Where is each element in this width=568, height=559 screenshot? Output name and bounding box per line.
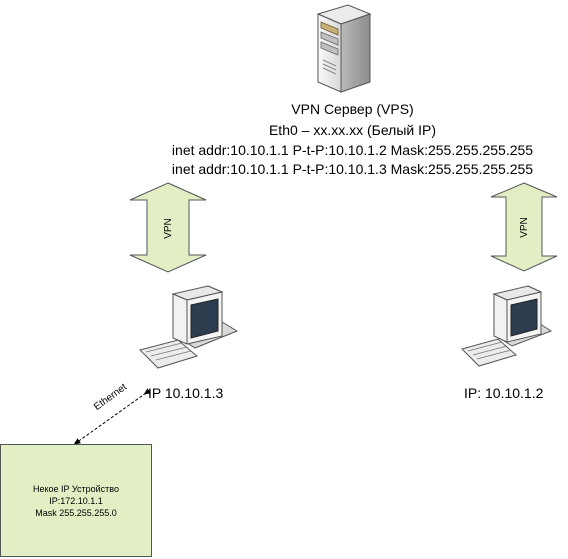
workstation-left-label: IP 10.10.1.3 (148, 385, 224, 401)
workstation-right-label: IP: 10.10.1.2 (464, 385, 544, 401)
ip-device-box: Некое IP Устройство IP:172.10.1.1 Mask 2… (0, 444, 152, 557)
server-inet-2: inet addr:10.10.1.1 P-t-P:10.10.1.3 Mask… (171, 161, 534, 177)
server-inet-1: inet addr:10.10.1.1 P-t-P:10.10.1.2 Mask… (171, 142, 534, 158)
ip-device-ip: IP:172.10.1.1 (49, 495, 103, 506)
server-eth0: Eth0 – xx.xx.xx (Белый IP) (268, 122, 437, 138)
server-title: VPN Сервер (VPS) (291, 101, 414, 117)
ip-device-name: Некое IP Устройство (33, 483, 119, 494)
ip-device-mask: Mask 255.255.255.0 (35, 507, 117, 518)
